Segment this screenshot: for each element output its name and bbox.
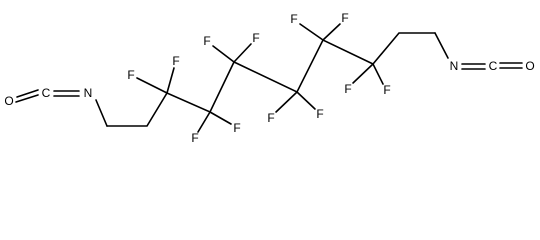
bond-c-f1 (136, 77, 168, 94)
oxygen-atom-right: O (525, 59, 534, 73)
fluorine-atom: F (252, 31, 259, 45)
fluorine-atom: F (316, 107, 323, 121)
fluorine-atom: F (191, 131, 198, 145)
carbon-atom-left: C (42, 86, 51, 100)
bond-c-f3 (197, 111, 211, 133)
bond-c-f10 (322, 23, 341, 41)
bond-c-f12 (372, 63, 384, 85)
bonds (15, 23, 523, 133)
fluorine-atom: F (267, 111, 274, 125)
bond-c-f2 (166, 67, 175, 94)
fluorine-atom: F (172, 54, 179, 68)
bond-c-f7 (275, 91, 298, 113)
oxygen-atom-left: O (4, 94, 13, 108)
bond-o-c-left-b (15, 94, 39, 103)
fluorine-atom: F (290, 12, 297, 26)
fluorine-atom: F (383, 83, 390, 97)
nitrogen-atom-left: N (84, 86, 93, 100)
bond-n-ch2-left (95, 99, 108, 127)
bond-c-f11 (352, 63, 374, 84)
bond-c-f6 (233, 43, 252, 63)
bond-c-f9 (299, 23, 324, 41)
bond-c-f4 (209, 111, 232, 125)
fluorine-atom: F (341, 11, 348, 25)
atom-labels: O C N F F F F F F F F F F F F N C O (4, 11, 534, 145)
carbon-backbone (106, 32, 436, 127)
fluorine-atom: F (127, 68, 134, 82)
structure-diagram: O C N F F F F F F F F F F F F N C O (4, 11, 534, 145)
fluorine-atom: F (203, 34, 210, 48)
bond-o-c-left-a (16, 89, 39, 98)
fluorine-atom: F (233, 121, 240, 135)
carbon-atom-right: C (489, 59, 498, 73)
bond-c-f8 (296, 91, 316, 110)
fluorine-atom: F (344, 82, 351, 96)
nitrogen-atom-right: N (450, 59, 459, 73)
bond-c-f5 (212, 45, 235, 63)
bond-ch2-n-right (434, 32, 449, 59)
